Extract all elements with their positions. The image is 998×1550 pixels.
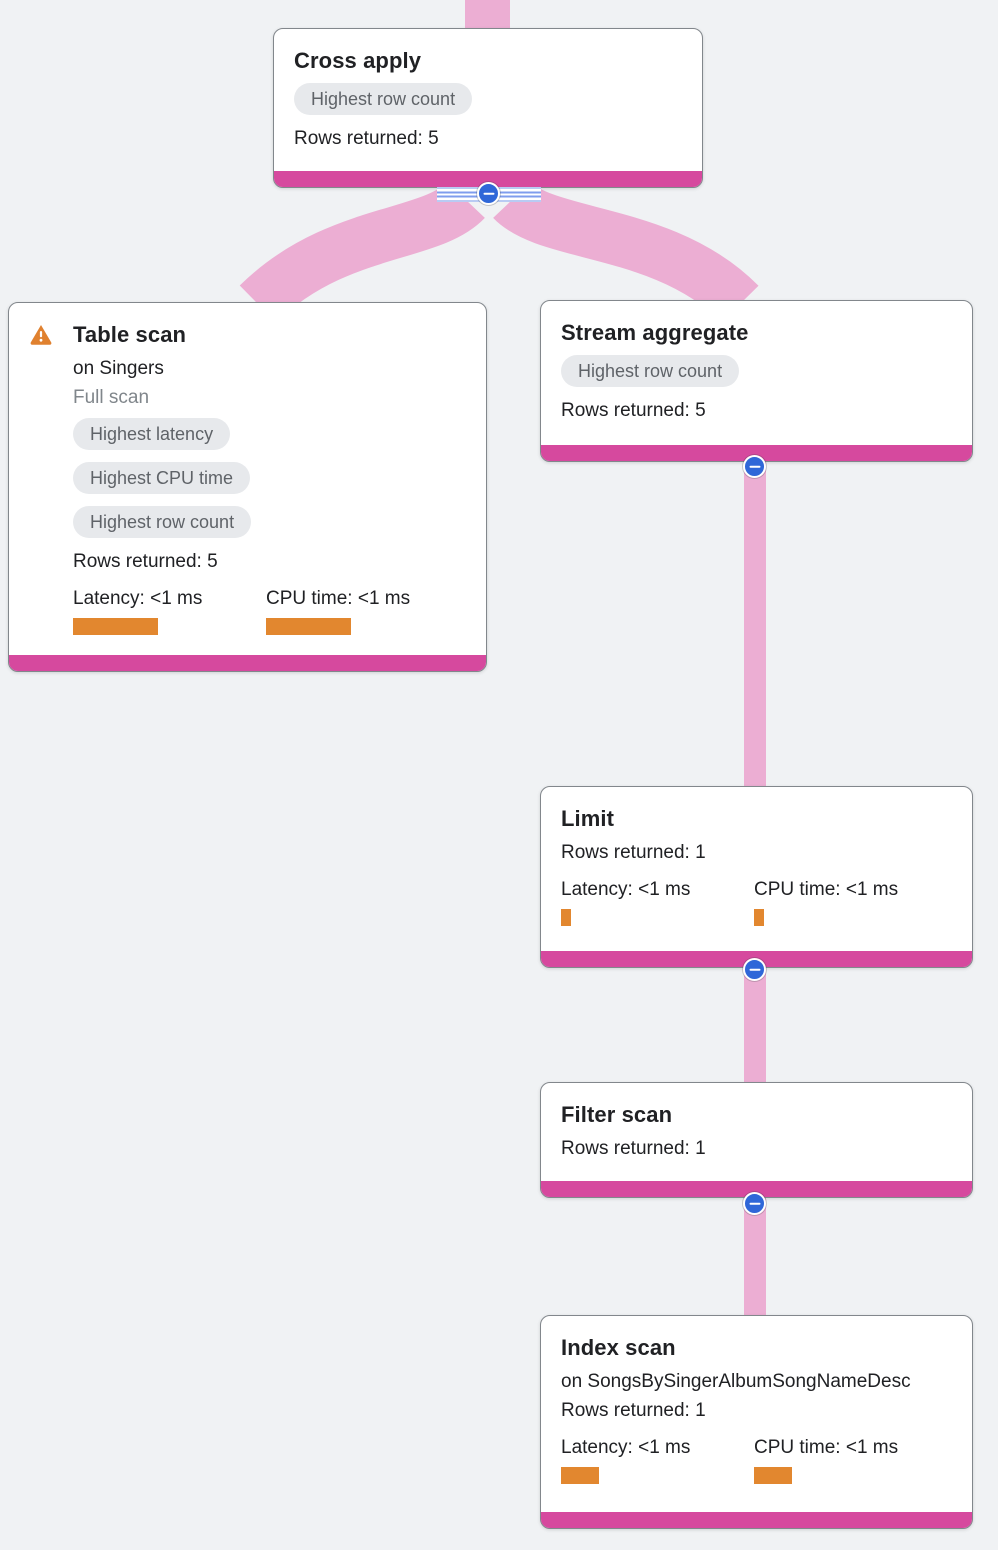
node-title: Table scan (73, 322, 187, 347)
collapse-button-stream-aggregate[interactable] (743, 455, 766, 478)
node-bottom-bar (541, 1181, 972, 1197)
rows-returned: Rows returned: 1 (561, 842, 706, 863)
edge-cross-apply-to-stream-aggregate (493, 180, 759, 323)
node-note: Full scan (73, 387, 150, 408)
node-title: Filter scan (561, 1102, 673, 1127)
latency-bar (561, 1467, 599, 1484)
node-limit[interactable]: Limit Rows returned: 1 Latency: <1 ms CP… (540, 786, 973, 968)
badge-highest-row-count: Highest row count (73, 506, 252, 538)
cpu-time-label: CPU time: <1 ms (266, 588, 411, 609)
minus-icon (749, 465, 760, 468)
node-bottom-bar (541, 1512, 972, 1528)
collapse-button-limit[interactable] (743, 958, 766, 981)
edge-incoming-top (465, 0, 510, 30)
collapse-button-cross-apply[interactable] (477, 182, 500, 205)
node-title: Cross apply (294, 48, 422, 73)
latency-bar (73, 618, 158, 635)
cpu-time-bar (754, 909, 764, 926)
node-bottom-bar (274, 171, 702, 187)
cpu-time-bar (754, 1467, 792, 1484)
latency-label: Latency: <1 ms (561, 879, 691, 900)
edge-stream-aggregate-to-limit (744, 458, 766, 790)
node-title: Index scan (561, 1335, 676, 1360)
node-title: Limit (561, 806, 615, 831)
node-bottom-bar (9, 655, 486, 671)
rows-returned: Rows returned: 1 (561, 1138, 706, 1159)
edge-cross-apply-to-table-scan (239, 180, 485, 323)
collapse-button-filter-scan[interactable] (743, 1192, 766, 1215)
rows-returned: Rows returned: 5 (561, 400, 706, 421)
node-index-scan[interactable]: Index scan on SongsBySingerAlbumSongName… (540, 1315, 973, 1529)
latency-label: Latency: <1 ms (561, 1437, 691, 1458)
node-subtitle: on SongsBySingerAlbumSongNameDesc (561, 1371, 911, 1392)
rows-returned: Rows returned: 1 (561, 1400, 706, 1421)
badge-highest-latency: Highest latency (73, 418, 231, 450)
cpu-time-label: CPU time: <1 ms (754, 879, 899, 900)
node-title: Stream aggregate (561, 320, 749, 345)
node-bottom-bar (541, 445, 972, 461)
badge-highest-row-count: Highest row count (561, 355, 740, 387)
rows-returned: Rows returned: 5 (73, 551, 218, 572)
badge-highest-cpu-time: Highest CPU time (73, 462, 251, 494)
badge-highest-row-count: Highest row count (294, 83, 473, 115)
edge-limit-to-filter-scan (744, 964, 766, 1086)
node-stream-aggregate[interactable]: Stream aggregate Highest row count Rows … (540, 300, 973, 462)
node-table-scan[interactable]: Table scan on Singers Full scan Highest … (8, 302, 487, 672)
cpu-time-label: CPU time: <1 ms (754, 1437, 899, 1458)
latency-bar (561, 909, 571, 926)
latency-label: Latency: <1 ms (73, 588, 203, 609)
rows-returned: Rows returned: 5 (294, 128, 439, 149)
cpu-time-bar (266, 618, 351, 635)
node-cross-apply[interactable]: Cross apply Highest row count Rows retur… (273, 28, 703, 188)
minus-icon (749, 968, 760, 971)
minus-icon (483, 192, 494, 195)
warning-icon (29, 323, 53, 345)
minus-icon (749, 1202, 760, 1205)
node-subtitle: on Singers (73, 358, 164, 379)
edge-filter-scan-to-index-scan (744, 1196, 766, 1320)
node-filter-scan[interactable]: Filter scan Rows returned: 1 (540, 1082, 973, 1198)
